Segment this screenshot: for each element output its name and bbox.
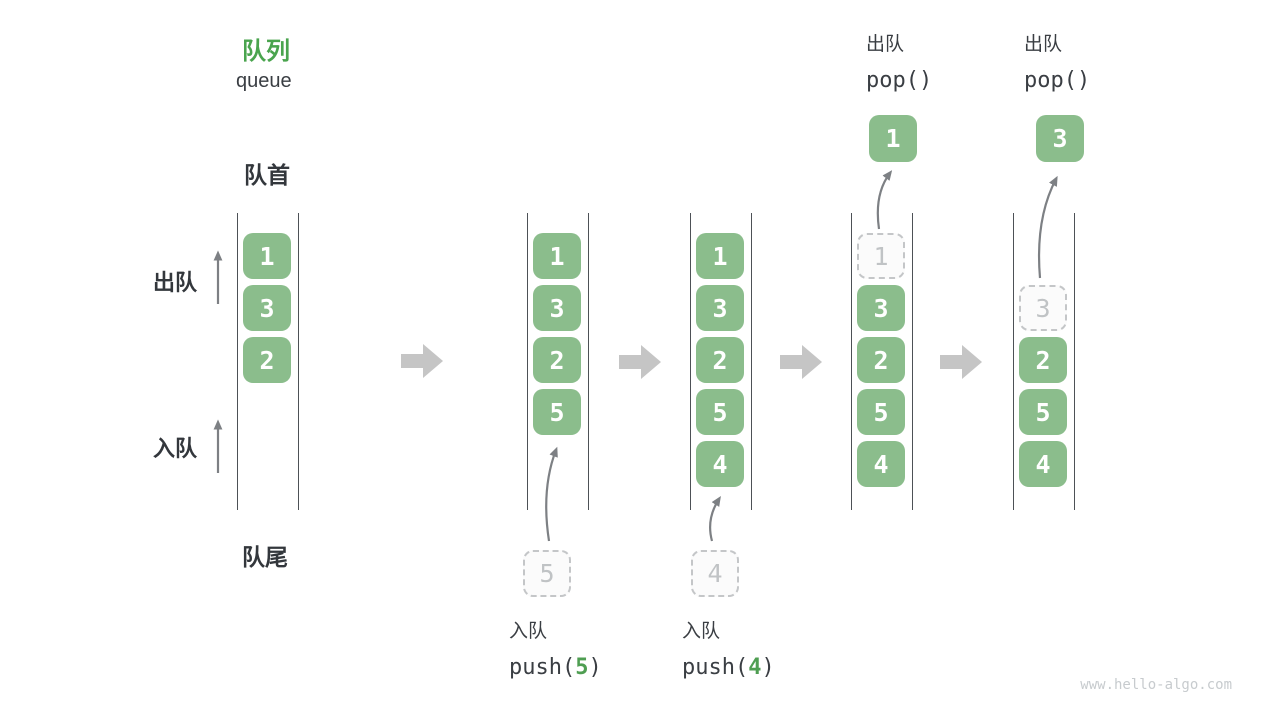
pop-code: pop() [1024,68,1091,93]
pop-label-zh: 出队 [866,34,905,55]
push-code: push(5) [509,655,602,680]
queue-state-4: 1 3 2 5 4 [851,213,913,510]
queue-state-5: 3 2 5 4 [1013,213,1075,510]
queue-state-3: 1 3 2 5 4 [690,213,752,510]
queue-cell: 1 [243,233,291,279]
queue-cell: 5 [696,389,744,435]
push-label-zh: 入队 [509,621,548,642]
push-operation-label: 入队 push(5) [509,620,602,680]
push-code: push(4) [682,655,775,680]
push-arg-value: 4 [748,655,762,680]
pop-operation-label: 出队 pop() [1024,33,1090,93]
queue-state-1: 1 3 2 [237,213,299,510]
dequeue-side-label: 出队 [153,270,198,295]
incoming-value-box: 5 [523,550,571,597]
queue-cell: 4 [696,441,744,487]
queue-cell: 2 [243,337,291,383]
popped-value-box: 3 [1036,115,1084,162]
queue-cell: 2 [1019,337,1067,383]
queue-cell: 3 [696,285,744,331]
push-arg-value: 5 [575,655,589,680]
ghost-cell: 3 [1019,285,1067,331]
flow-arrow-icon [619,345,661,379]
queue-cell: 2 [857,337,905,383]
popped-value-box: 1 [869,115,917,162]
queue-cell: 1 [533,233,581,279]
site-watermark: www.hello-algo.com [1080,677,1232,693]
queue-cell: 5 [1019,389,1067,435]
flow-arrow-icon [940,345,982,379]
pop-code: pop() [866,68,933,93]
flow-arrow-icon [780,345,822,379]
push-operation-label: 入队 push(4) [682,620,775,680]
pop-label-zh: 出队 [1024,34,1063,55]
queue-rear-label: 队尾 [242,544,288,570]
queue-cell: 3 [533,285,581,331]
queue-cell: 2 [533,337,581,383]
queue-cell: 3 [243,285,291,331]
queue-cell: 4 [857,441,905,487]
figure-title-en: queue [236,70,292,92]
queue-state-2: 1 3 2 5 [527,213,589,510]
enqueue-side-label: 入队 [153,436,198,461]
queue-cell: 1 [696,233,744,279]
flow-arrow-icon [401,344,443,378]
queue-cell: 2 [696,337,744,383]
pop-operation-label: 出队 pop() [866,33,932,93]
queue-cell: 5 [857,389,905,435]
figure-title-zh: 队列 [242,38,290,65]
ghost-cell: 1 [857,233,905,279]
queue-cell: 5 [533,389,581,435]
queue-front-label: 队首 [244,162,290,188]
queue-cell: 3 [857,285,905,331]
queue-cell: 4 [1019,441,1067,487]
incoming-value-box: 4 [691,550,739,597]
push-label-zh: 入队 [682,621,721,642]
